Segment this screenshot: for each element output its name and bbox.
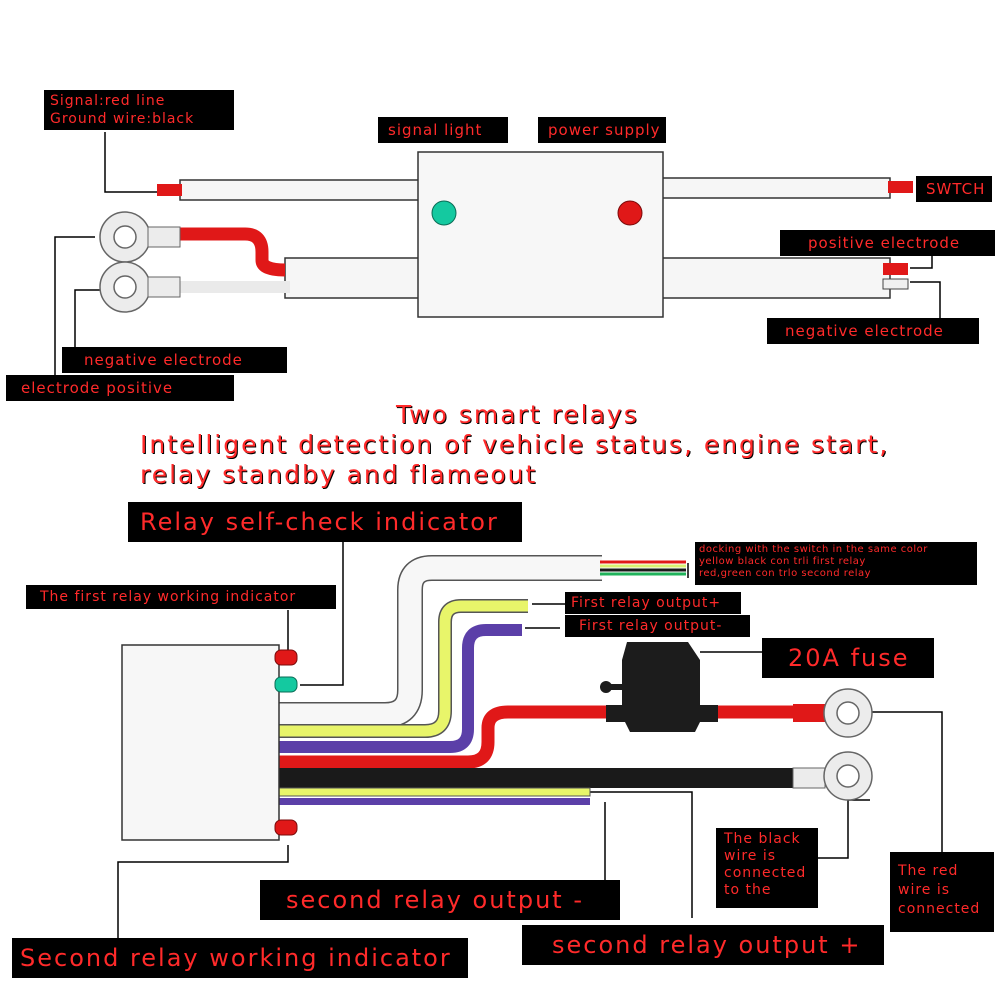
label-red-wire-note: The red wire is connected: [890, 852, 994, 932]
docking-note-line-2: yellow black con trli first relay: [699, 556, 866, 567]
label-negative-electrode-left: negative electrode: [62, 347, 287, 373]
label-fuse: 20A fuse: [762, 638, 934, 678]
label-power-supply: power supply: [538, 117, 666, 143]
label-signal-light: signal light: [378, 117, 508, 143]
label-negative-electrode-right: negative electrode: [767, 318, 979, 344]
ground-black-wire: [277, 768, 795, 788]
signal-light-led: [431, 200, 457, 226]
label-signal-line: Signal:red line: [50, 93, 166, 109]
title-line-2: Intelligent detection of vehicle status,…: [140, 430, 890, 459]
label-second-relay-indicator: Second relay working indicator: [12, 938, 468, 978]
label-electrode-positive-left: electrode positive: [6, 375, 234, 401]
signal-wire-tip: [157, 184, 182, 196]
title-line-1: Two smart relays: [396, 400, 639, 429]
red-note-line-2: wire is: [898, 882, 951, 898]
top-right-sheath-upper: [654, 177, 891, 199]
ring-hole: [113, 225, 137, 249]
leader-positive-right: [910, 255, 933, 269]
label-black-wire-note: The black wire is connected to the: [716, 828, 818, 908]
second-relay-plus-wire: [276, 787, 591, 797]
top-relay-unit: [99, 151, 913, 318]
power-red-wire: [277, 705, 800, 769]
second-relay-minus-wire: [277, 798, 590, 805]
label-signal-ground: Signal:red line Ground wire:black: [44, 90, 234, 130]
first-relay-led: [274, 649, 298, 666]
black-note-line-3: connected: [724, 865, 807, 881]
black-note-line-4: to the: [724, 882, 772, 898]
label-first-out-minus: First relay output-: [565, 615, 750, 637]
self-check-led: [274, 676, 298, 693]
leader-negative-left: [74, 289, 100, 357]
label-positive-electrode-right: positive electrode: [780, 230, 995, 256]
top-relay-box: [417, 151, 664, 318]
red-note-line-3: connected: [898, 901, 981, 917]
fuse-knob-stem: [606, 684, 626, 690]
red-ring-crimp: [793, 704, 825, 722]
ring-crimp: [147, 226, 181, 248]
ring-hole: [836, 764, 860, 788]
label-ground-wire: Ground wire:black: [50, 111, 195, 127]
positive-wire-tip-right: [883, 263, 908, 275]
white-sheath: [277, 556, 602, 727]
ring-crimp: [147, 276, 181, 298]
second-relay-led: [274, 819, 298, 836]
leader-second-out-plus: [590, 791, 693, 918]
red-note-line-1: The red: [898, 863, 959, 879]
label-self-check: Relay self-check indicator: [128, 502, 522, 542]
docking-note-line-1: docking with the switch in the same colo…: [699, 544, 928, 555]
leader-second-indicator: [117, 845, 289, 940]
negative-wire-tip-right: [882, 278, 909, 290]
black-note-line-2: wire is: [724, 848, 777, 864]
black-note-line-1: The black: [724, 831, 801, 847]
leader-negative-right: [910, 281, 941, 320]
top-leader-lines: [54, 132, 941, 385]
leader-electrode-positive: [54, 236, 95, 385]
label-first-relay-indicator: The first relay working indicator: [26, 585, 336, 609]
label-switch: SWTCH: [916, 176, 992, 202]
ring-hole: [836, 701, 860, 725]
ring-hole: [113, 275, 137, 299]
black-ring-crimp: [792, 767, 826, 789]
top-red-lead: [178, 227, 286, 277]
leader-red-wire: [870, 711, 943, 852]
label-first-out-plus: First relay output+: [565, 592, 741, 614]
bottom-relay-box: [121, 644, 280, 841]
leader-self-check: [300, 540, 344, 686]
top-left-sheath-lower: [284, 257, 426, 299]
switch-wire-tip: [888, 181, 913, 193]
fuse-holder: [606, 642, 718, 732]
bottom-leader-lines: [117, 540, 943, 940]
power-led: [617, 200, 643, 226]
first-relay-minus-wire: [277, 624, 522, 753]
top-right-sheath-lower: [654, 257, 891, 299]
first-relay-plus-wire: [277, 600, 528, 737]
top-left-sheath-upper: [179, 179, 426, 201]
docking-note-line-3: red,green con trlo second relay: [699, 568, 872, 579]
label-second-out-plus: second relay output +: [522, 925, 884, 965]
label-second-out-minus: second relay output -: [260, 880, 620, 920]
leader-signal-ground: [104, 132, 160, 193]
title-line-3: relay standby and flameout: [140, 460, 538, 489]
bottom-relay-unit: [121, 555, 873, 841]
label-docking-note: docking with the switch in the same colo…: [695, 542, 977, 585]
leader-black-wire: [818, 799, 870, 859]
